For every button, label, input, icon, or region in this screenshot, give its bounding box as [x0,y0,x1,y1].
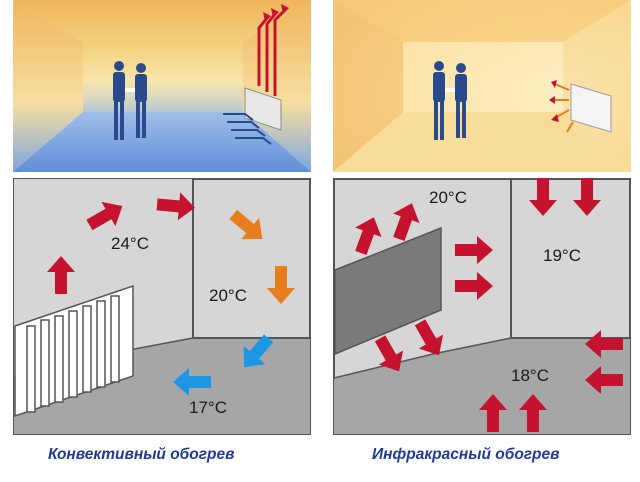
convective-floor-temp: 17°C [189,398,227,417]
infrared-floor-temp: 18°C [511,366,549,385]
radiator-icon [14,284,134,418]
convective-wall-temp: 20°C [209,286,247,305]
infrared-wall-temp: 19°C [543,246,581,265]
cool-air-arrows [173,334,274,396]
infrared-room-scene [333,0,631,172]
infrared-heating-diagram: 20°C 19°C 18°C [333,178,631,435]
convective-room-scene [13,0,311,172]
warm-air-arrows [47,192,195,294]
infrared-caption: Инфракрасный обогрев [372,446,560,463]
infrared-panel-icon [334,226,442,356]
transition-air-arrows [229,209,295,304]
convective-caption: Конвективный обогрев [48,446,235,463]
radiant-heat-arrows [355,178,623,432]
people-figures [113,61,147,140]
infrared-ceiling-temp: 20°C [429,188,467,207]
convective-heating-diagram: 24°C 20°C 17°C [13,178,311,435]
convective-ceiling-temp: 24°C [111,234,149,253]
